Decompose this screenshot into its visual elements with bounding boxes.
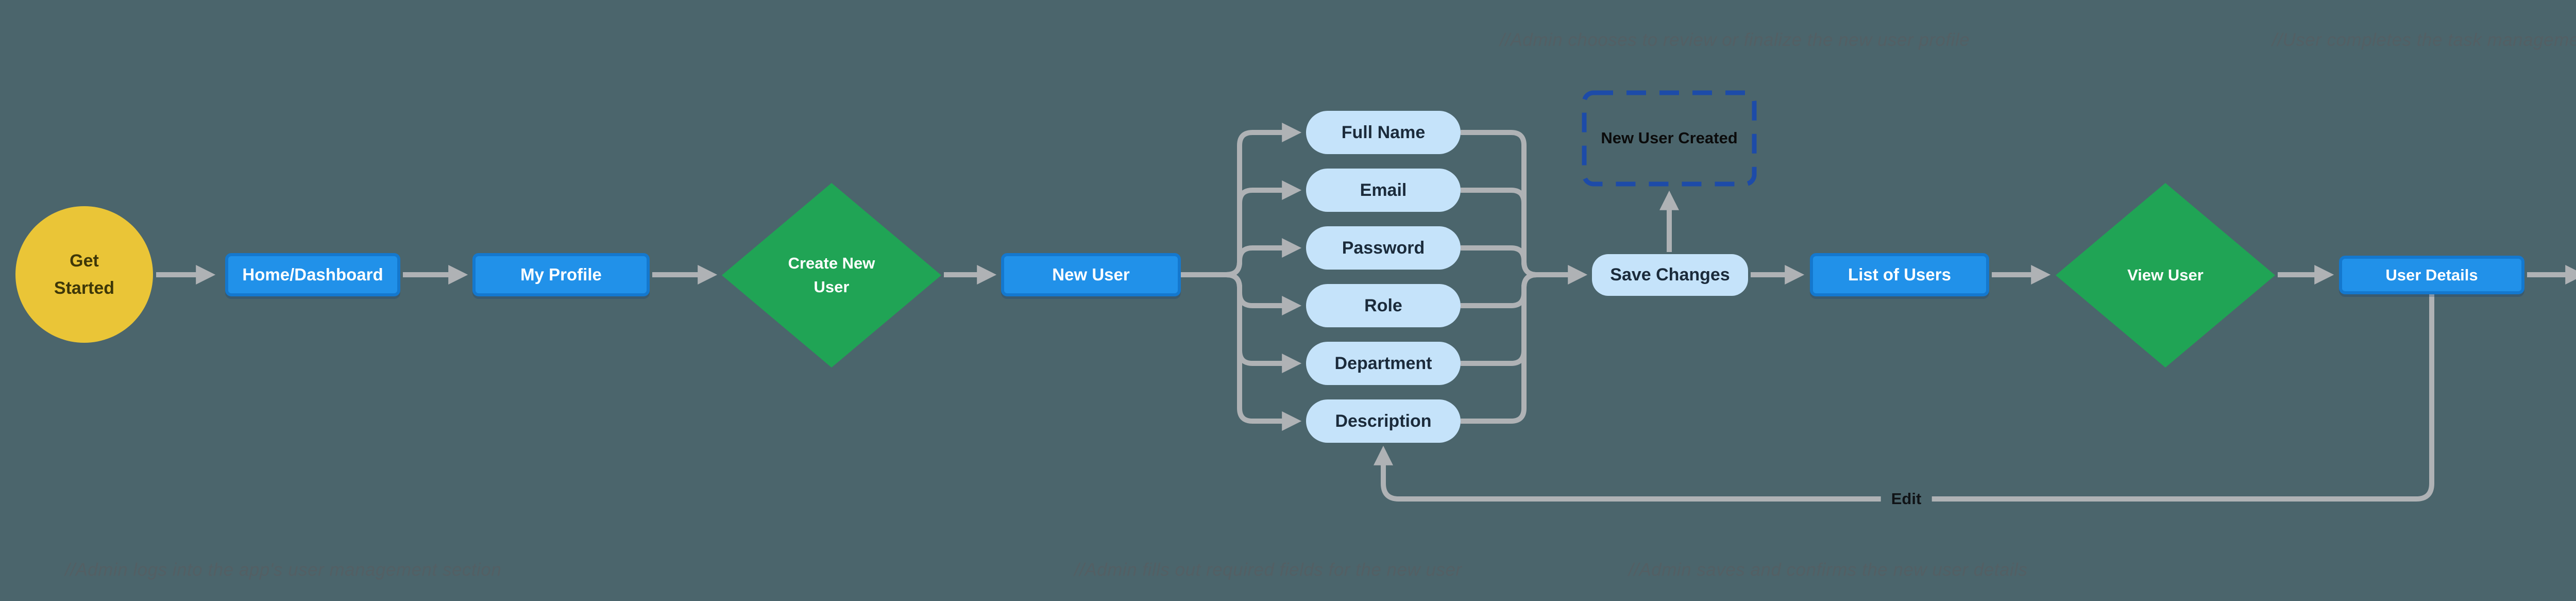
node-user-details-label: User Details: [2385, 265, 2478, 284]
comment-admin-review-finalize: //Admin chooses to review or finalize th…: [1500, 30, 1970, 50]
field-label: Department: [1334, 353, 1432, 373]
node-new-user-created[interactable]: New User Created: [1582, 90, 1757, 186]
field-label: Description: [1335, 411, 1432, 431]
node-save-changes-label: Save Changes: [1610, 265, 1730, 285]
field-label: Email: [1360, 180, 1407, 200]
edge-label-edit: Edit: [1880, 489, 1932, 509]
node-home-dashboard-label: Home/Dashboard: [242, 265, 383, 284]
node-new-user-created-label: New User Created: [1601, 129, 1738, 147]
new-user-created-outline: [1582, 90, 1757, 187]
node-field-description[interactable]: Description: [1306, 399, 1461, 443]
node-create-new-user-label: Create New User: [788, 254, 875, 296]
node-create-new-user[interactable]: Create New User: [722, 183, 941, 368]
node-home-dashboard[interactable]: Home/Dashboard: [225, 253, 400, 296]
branch-password: [1226, 238, 1302, 277]
branch-department: [1226, 272, 1302, 373]
node-field-role[interactable]: Role: [1306, 284, 1461, 327]
node-new-user-label: New User: [1052, 265, 1130, 284]
comment-admin-saves: //Admin saves and confirms the new user …: [1629, 560, 2028, 580]
node-new-user[interactable]: New User: [1001, 253, 1181, 296]
node-list-of-users[interactable]: List of Users: [1810, 253, 1989, 296]
branch-fullname: [1226, 123, 1302, 277]
comment-admin-fills-fields: //Admin fills out required fields for th…: [1074, 560, 1462, 580]
merge-description: [1461, 272, 1537, 424]
node-field-email[interactable]: Email: [1306, 169, 1461, 212]
node-user-details[interactable]: User Details: [2339, 256, 2524, 294]
node-get-started[interactable]: Get Started: [15, 206, 153, 343]
node-list-of-users-label: List of Users: [1848, 265, 1951, 284]
node-field-full-name[interactable]: Full Name: [1306, 111, 1461, 154]
branch-description: [1226, 272, 1302, 431]
field-label: Password: [1342, 238, 1425, 258]
merge-password: [1461, 245, 1537, 277]
node-field-department[interactable]: Department: [1306, 342, 1461, 385]
node-get-started-label: Get Started: [54, 251, 115, 298]
node-my-profile[interactable]: My Profile: [472, 253, 650, 296]
branch-email: [1226, 180, 1302, 277]
field-label: Role: [1364, 295, 1402, 315]
comment-user-completes: //User completes the task management pro…: [2272, 30, 2576, 50]
node-view-user[interactable]: View User: [2056, 183, 2275, 368]
comment-admin-logs-in: //Admin logs into the app's user managem…: [65, 560, 502, 580]
node-my-profile-label: My Profile: [520, 265, 602, 284]
node-field-password[interactable]: Password: [1306, 226, 1461, 270]
node-view-user-label: View User: [2127, 265, 2204, 284]
field-label: Full Name: [1341, 122, 1426, 142]
node-save-changes[interactable]: Save Changes: [1592, 254, 1748, 296]
